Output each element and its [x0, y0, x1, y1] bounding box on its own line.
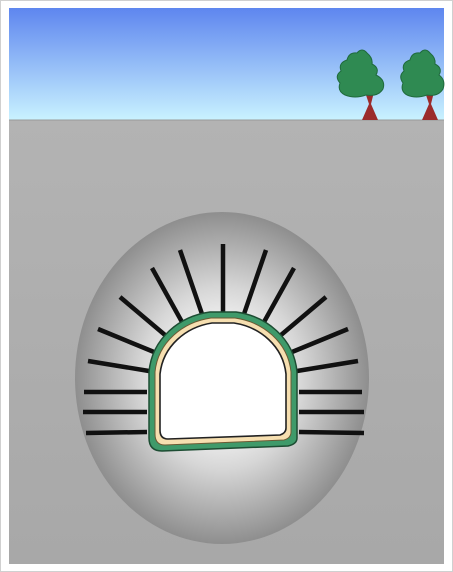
tunnel-opening: [160, 323, 286, 439]
sky: [9, 8, 444, 120]
rock-bolt: [299, 432, 364, 433]
rock-bolt: [86, 432, 147, 433]
